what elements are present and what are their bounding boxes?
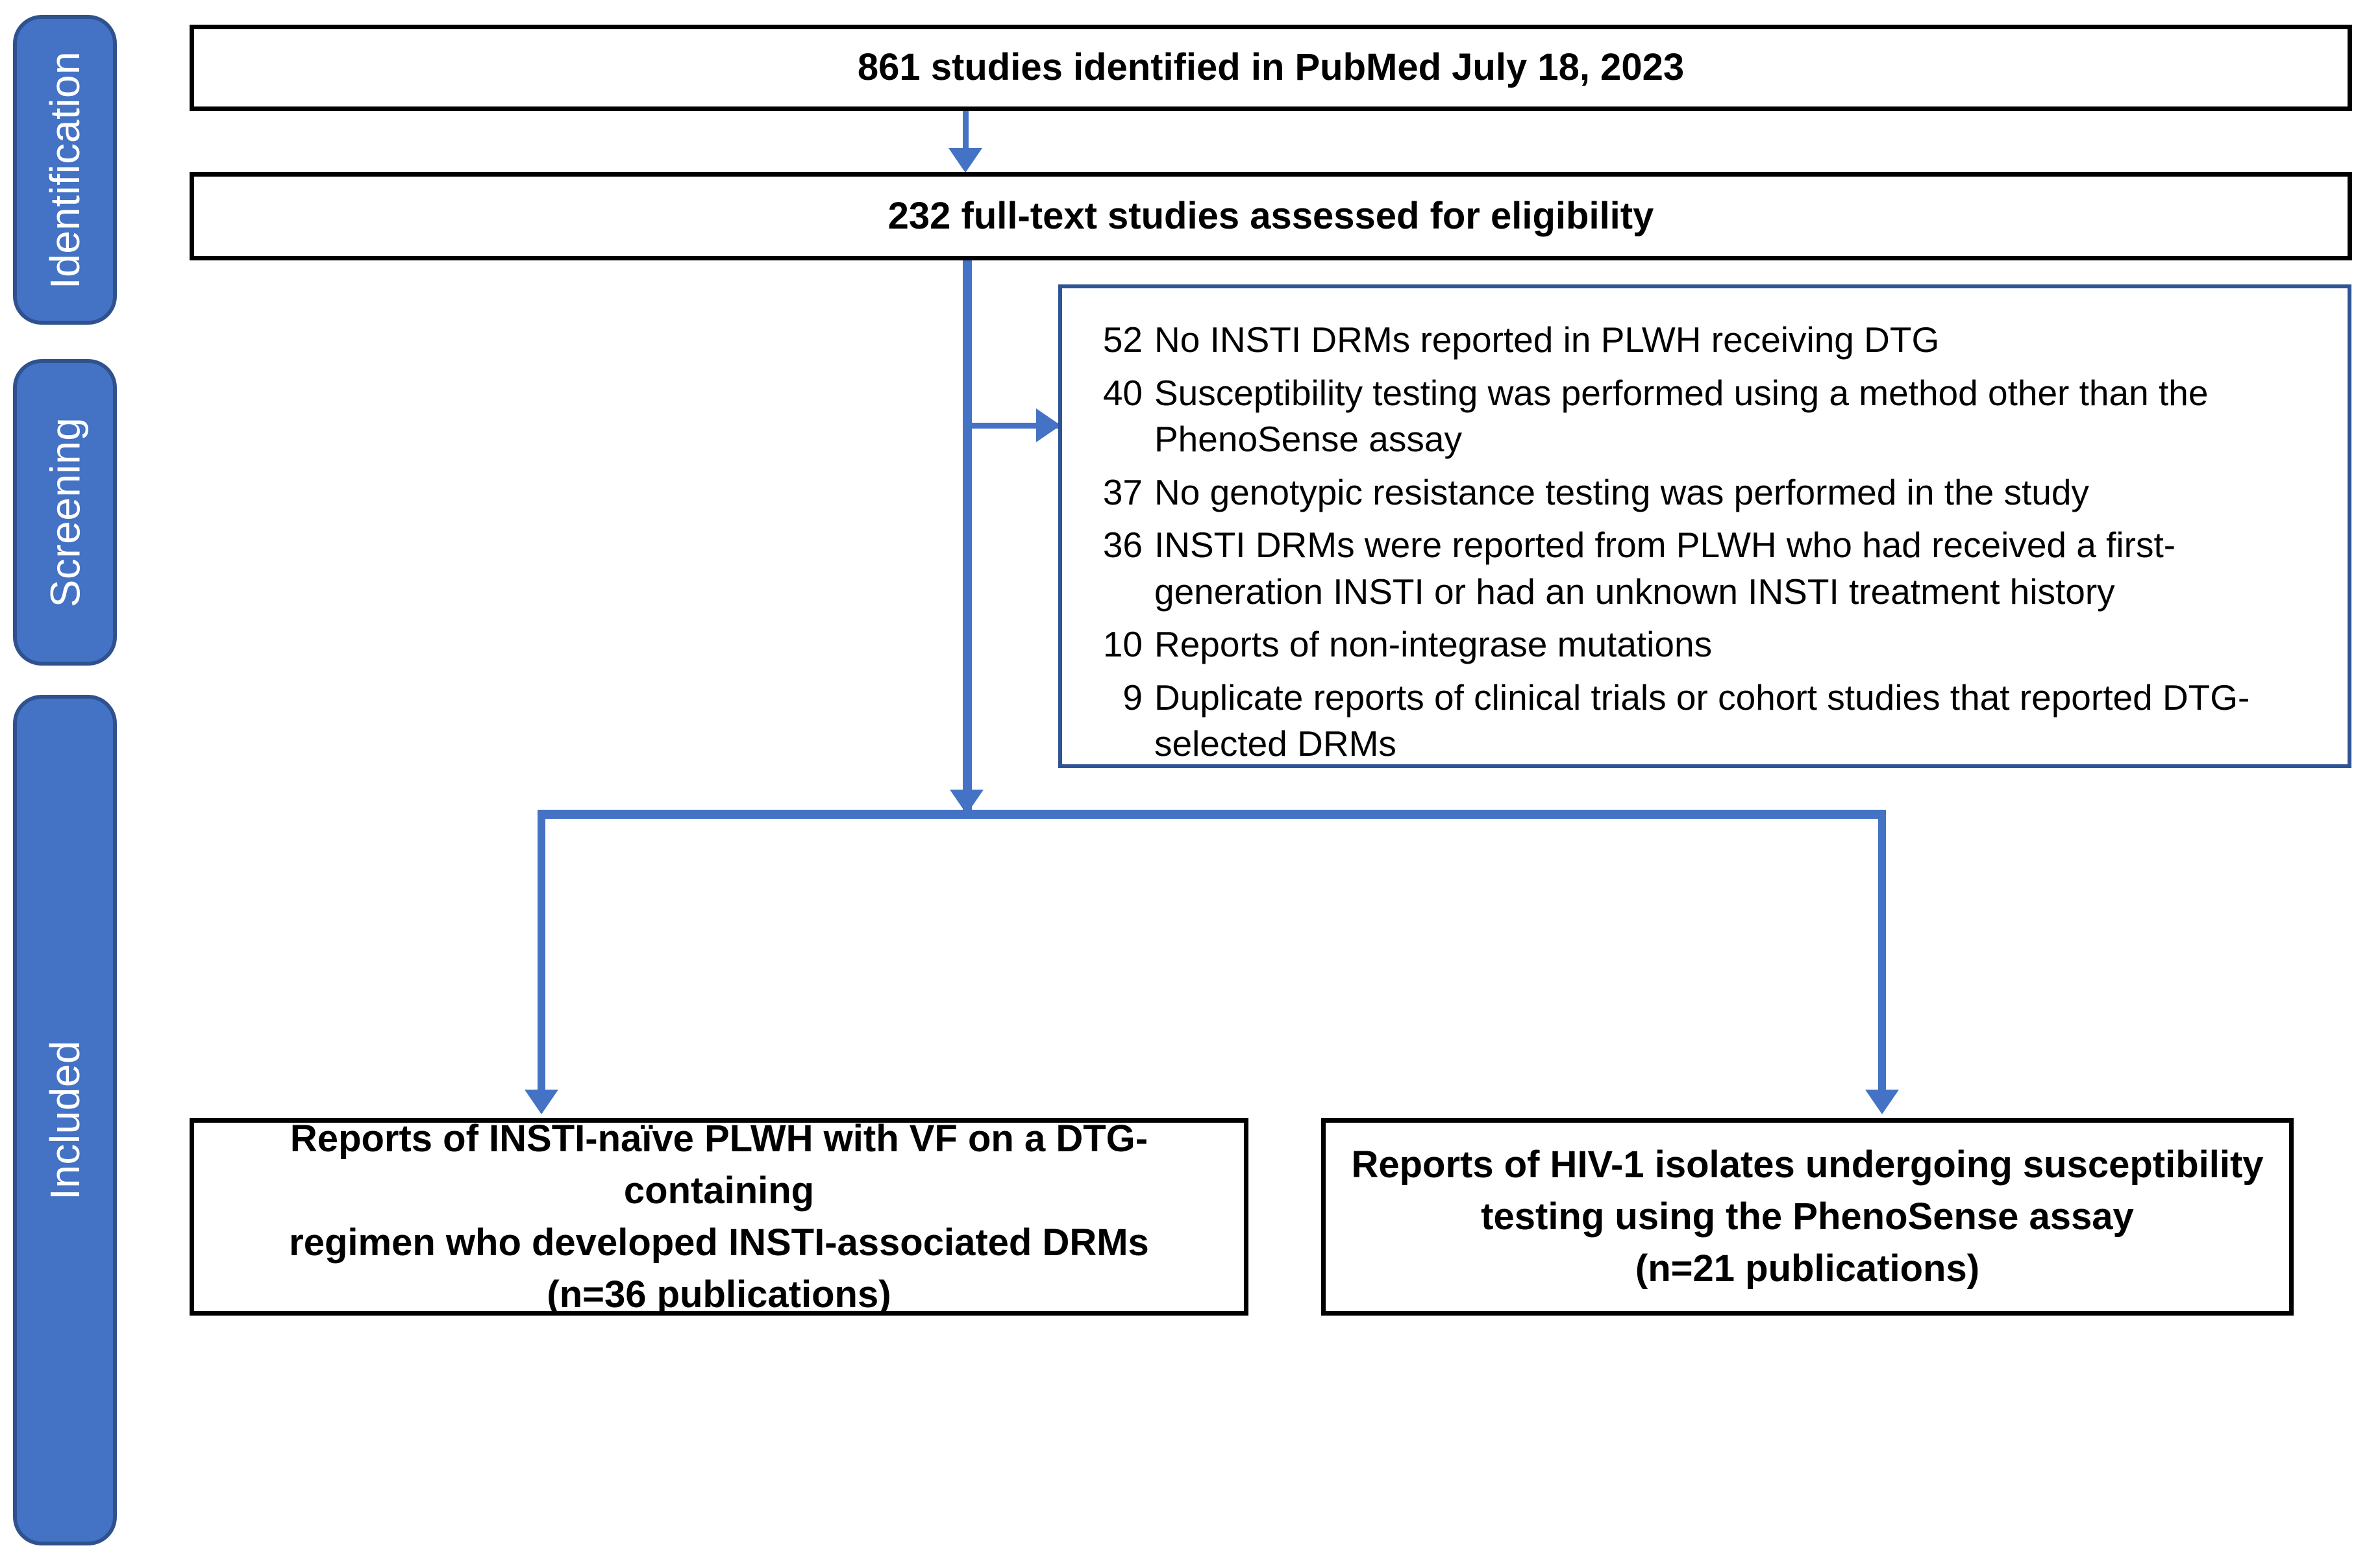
- connector-to-result-right: [1878, 810, 1886, 1095]
- exclusion-reason: Reports of non-integrase mutations: [1154, 624, 1713, 664]
- exclusion-count: 10: [1102, 624, 1143, 664]
- box-result-hiv1-isolates: Reports of HIV-1 isolates undergoing sus…: [1321, 1118, 2294, 1316]
- arrow-down-icon: [948, 148, 982, 173]
- exclusion-reason: No INSTI DRMs reported in PLWH receiving…: [1154, 319, 1940, 360]
- exclusion-item: 40 Susceptibility testing was performed u…: [1092, 370, 2331, 463]
- box-result-insti-naive-plwh-text: Reports of INSTI-naïve PLWH with VF on a…: [289, 1117, 1149, 1316]
- arrow-down-icon-right: [1865, 1090, 1899, 1114]
- connector-trunk-vertical: [963, 260, 972, 812]
- exclusion-item: 37 No genotypic resistance testing was pe…: [1092, 469, 2331, 516]
- box-studies-identified-text: 861 studies identified in PubMed July 18…: [857, 46, 1685, 89]
- box-result-insti-naive-plwh: Reports of INSTI-naïve PLWH with VF on a…: [190, 1118, 1248, 1316]
- exclusion-count: 37: [1102, 471, 1143, 512]
- connector-to-result-left: [538, 810, 545, 1095]
- exclusion-reason: INSTI DRMs were reported from PLWH who h…: [1154, 525, 2176, 612]
- stage-tab-screening: Screening: [13, 359, 117, 666]
- connector-split-bar: [538, 810, 1886, 819]
- connector-identified-to-eligibility: [963, 111, 969, 150]
- exclusion-reasons-list: 52 No INSTI DRMs reported in PLWH receivi…: [1092, 317, 2331, 768]
- exclusion-count: 40: [1102, 372, 1143, 413]
- exclusion-count: 36: [1102, 525, 1143, 565]
- exclusion-item: 9 Duplicate reports of clinical trials or…: [1092, 675, 2331, 768]
- box-full-text-assessed-text: 232 full-text studies assessed for eligi…: [887, 194, 1654, 237]
- arrow-down-icon-left: [525, 1090, 558, 1114]
- box-full-text-assessed: 232 full-text studies assessed for eligi…: [190, 172, 2352, 260]
- stage-tab-included-label: Included: [42, 1040, 88, 1200]
- box-result-hiv1-isolates-text: Reports of HIV-1 isolates undergoing sus…: [1351, 1143, 2264, 1290]
- box-studies-identified: 861 studies identified in PubMed July 18…: [190, 25, 2352, 111]
- exclusion-reason: Susceptibility testing was performed usi…: [1154, 372, 2209, 460]
- exclusion-reason: No genotypic resistance testing was perf…: [1154, 471, 2089, 512]
- exclusion-item: 52 No INSTI DRMs reported in PLWH receivi…: [1092, 317, 2331, 364]
- connector-to-exclusions: [967, 423, 1060, 429]
- stage-tab-identification: Identification: [13, 15, 117, 325]
- stage-tab-screening-label: Screening: [42, 417, 88, 608]
- exclusion-count: 9: [1122, 677, 1143, 718]
- exclusion-item: 36 INSTI DRMs were reported from PLWH who…: [1092, 522, 2331, 615]
- exclusion-item: 10 Reports of non-integrase mutations: [1092, 621, 2331, 668]
- box-exclusion-reasons: 52 No INSTI DRMs reported in PLWH receivi…: [1058, 284, 2351, 768]
- exclusion-reason: Duplicate reports of clinical trials or …: [1154, 677, 2250, 764]
- stage-tab-included: Included: [13, 695, 117, 1545]
- arrow-right-icon: [1036, 408, 1061, 442]
- stage-tab-identification-label: Identification: [42, 51, 88, 289]
- exclusion-count: 52: [1102, 319, 1143, 360]
